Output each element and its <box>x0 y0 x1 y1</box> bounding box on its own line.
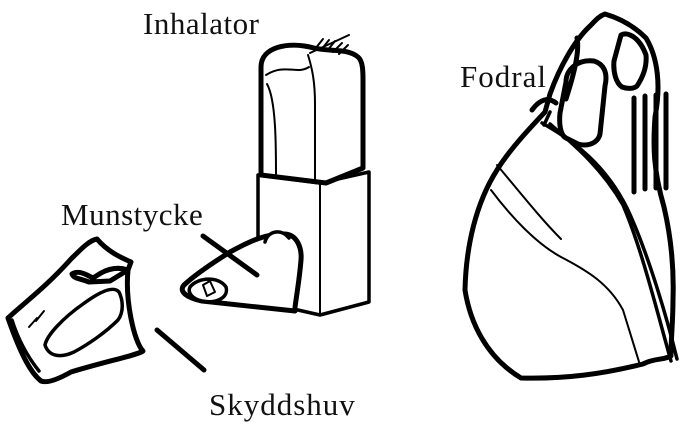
munstycke-mouthpiece <box>182 232 301 311</box>
skyddshuv-label: Skyddshuv <box>209 389 356 420</box>
munstycke-label: Munstycke <box>61 199 203 230</box>
fodral-label: Fodral <box>460 61 547 92</box>
inhalator-label: Inhalator <box>143 8 259 39</box>
skyddshuv-cap <box>8 239 204 382</box>
